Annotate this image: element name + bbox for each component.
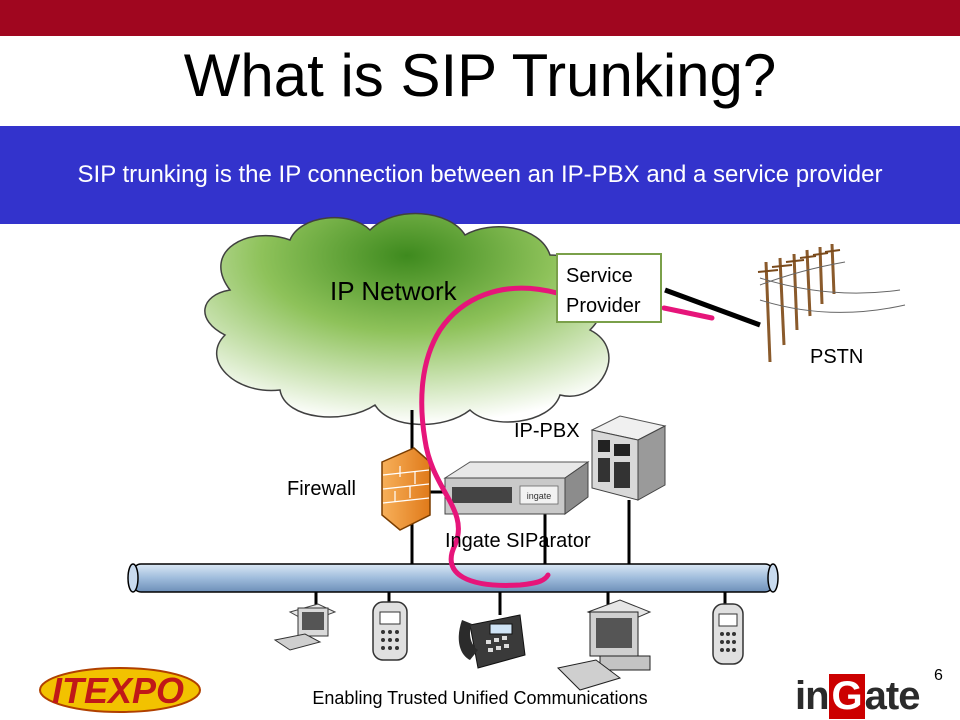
desktop-pc-small-icon <box>273 603 337 651</box>
firewall-icon <box>381 447 431 531</box>
service-provider-line1: Service <box>566 265 633 287</box>
ingate-logo-part3: ate <box>864 674 921 718</box>
pstn-utility-poles-icon <box>757 243 906 363</box>
ingate-logo-part1: in <box>795 674 830 718</box>
itexpo-logo: ITEXPO <box>39 667 201 713</box>
page-number: 6 <box>934 667 943 684</box>
itexpo-logo-text: ITEXPO <box>52 670 184 711</box>
siparator-label: Ingate SIParator <box>445 530 591 552</box>
footer-tagline: Enabling Trusted Unified Communications <box>312 688 648 708</box>
desktop-pc-large-icon <box>556 599 652 691</box>
siparator-appliance-icon: ingate <box>443 461 590 515</box>
ingate-logo: inGate <box>795 674 921 719</box>
firewall-label: Firewall <box>287 478 356 500</box>
ippbx-server-icon <box>590 415 667 501</box>
definition-text: SIP trunking is the IP connection betwee… <box>77 161 883 188</box>
sip-trunk-line <box>419 285 715 588</box>
cloud-label: IP Network <box>330 276 457 306</box>
ip-network-cloud <box>204 212 610 426</box>
mobile-phone-icon <box>712 603 744 665</box>
ingate-logo-g: G <box>828 674 865 719</box>
service-provider-line2: Provider <box>566 295 641 317</box>
lan-bus <box>127 563 779 593</box>
appliance-brand: ingate <box>527 491 552 501</box>
slide-title: What is SIP Trunking? <box>183 42 777 109</box>
ippbx-label: IP-PBX <box>514 420 580 442</box>
ip-handset-icon <box>372 601 408 661</box>
definition-banner: SIP trunking is the IP connection betwee… <box>0 126 960 224</box>
service-provider-box: Service Provider <box>556 253 662 323</box>
top-accent-bar <box>0 0 960 36</box>
pstn-label: PSTN <box>810 346 864 368</box>
desk-phone-icon <box>458 614 526 669</box>
